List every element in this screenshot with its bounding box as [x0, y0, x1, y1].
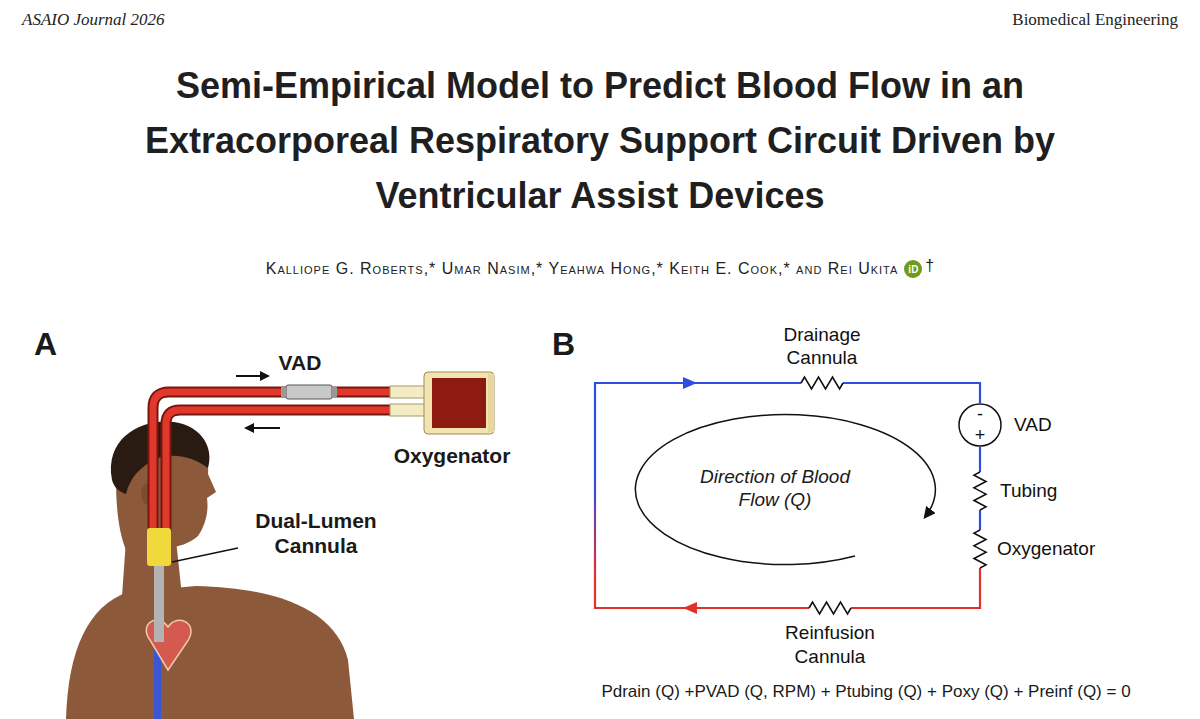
oxygenator-cap — [488, 374, 494, 432]
component-label: Oxygenator — [997, 537, 1095, 561]
component-label: Tubing — [1000, 479, 1057, 503]
journal-name: ASAIO Journal 2026 — [22, 10, 165, 30]
oxygenator-fiber-bundle — [432, 378, 486, 428]
polarity-sign: + — [958, 426, 1002, 444]
resistor-zigzag — [973, 472, 987, 510]
circuit-wire — [851, 568, 980, 608]
section-name: Biomedical Engineering — [1012, 10, 1178, 30]
flow-arrow — [244, 423, 254, 433]
author-list: Kalliope G. Roberts,* Umar Nasim,* Yeahw… — [266, 260, 899, 278]
component-label: VAD — [1014, 413, 1052, 437]
affiliation-mark: † — [925, 257, 934, 275]
oxygenator-housing — [424, 372, 494, 434]
patient-hair — [111, 421, 210, 494]
device-label: VAD — [279, 351, 322, 375]
circuit-wire — [979, 510, 981, 530]
flow-arrow — [236, 375, 262, 377]
pump-symbol: VAD-+ — [958, 403, 1002, 447]
callout-label: Dual-Lumen Cannula — [241, 508, 391, 558]
resistor-symbol: Drainage Cannula — [801, 376, 843, 390]
circuit-wire — [843, 383, 980, 403]
pump-connector — [332, 387, 337, 397]
author-row: Kalliope G. Roberts,* Umar Nasim,* Yeahw… — [0, 256, 1200, 282]
leader-line — [172, 548, 238, 562]
pump-connector — [281, 387, 286, 397]
pump-circle — [959, 404, 1001, 446]
flow-direction-arrow — [635, 415, 935, 565]
resistor-symbol: Tubing — [973, 472, 987, 510]
resistor-zigzag — [974, 530, 986, 568]
component-label: Drainage Cannula — [762, 323, 882, 371]
oxygenator-connector — [390, 404, 426, 416]
flow-arrow — [252, 427, 280, 429]
vad-pump — [286, 385, 332, 399]
patient-body — [66, 586, 354, 719]
cannula-body — [154, 562, 164, 642]
flow-arrow — [260, 371, 270, 381]
paper-title: Semi-Empirical Model to Predict Blood Fl… — [50, 58, 1150, 223]
resistor-zigzag — [809, 601, 851, 615]
resistor-symbol: Reinfusion Cannula — [809, 601, 851, 615]
component-label: Reinfusion Cannula — [770, 621, 890, 669]
loop-equation: Pdrain (Q) +PVAD (Q, RPM) + Ptubing (Q) … — [601, 682, 1130, 702]
cannula-hub — [147, 528, 171, 566]
resistor-symbol: Oxygenator — [973, 530, 987, 568]
circuit-wire — [979, 447, 981, 472]
device-label: Oxygenator — [394, 444, 511, 468]
resistor-zigzag — [809, 602, 851, 614]
panel-letter: B — [552, 326, 575, 363]
resistor-zigzag — [801, 377, 843, 389]
oxygenator-connector — [390, 386, 426, 398]
heart — [146, 620, 191, 670]
orcid-badge: iD — [904, 260, 922, 278]
polarity-sign: - — [958, 405, 1002, 423]
panel-letter: A — [34, 326, 57, 363]
resistor-zigzag — [974, 472, 986, 510]
flow-direction-label: Direction of Blood Flow (Q) — [695, 466, 855, 512]
resistor-zigzag — [801, 376, 843, 390]
patient-illustration — [66, 421, 354, 719]
resistor-zigzag — [973, 530, 987, 568]
